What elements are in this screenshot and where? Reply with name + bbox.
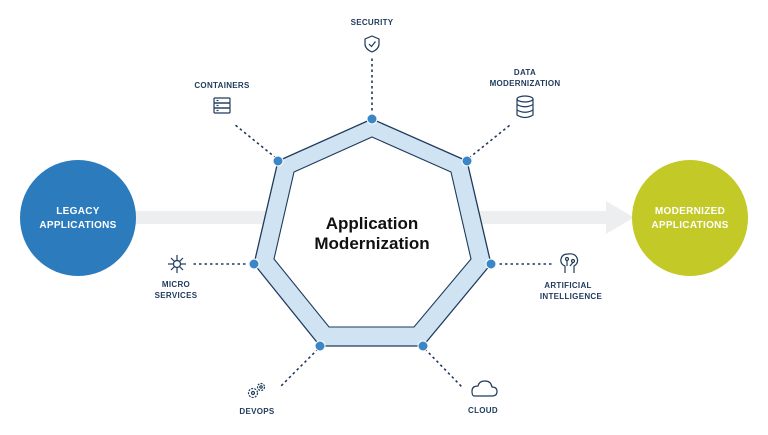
node-micro-services (248, 258, 260, 270)
network-hub-icon (168, 255, 186, 273)
modernized-label-line1: MODERNIZED (655, 206, 725, 217)
topic-micro-services: MICRO SERVICES (155, 255, 198, 300)
data-modernization-label-line1: DATA (514, 68, 536, 77)
security-label: SECURITY (351, 18, 394, 27)
modernized-applications-circle: MODERNIZED APPLICATIONS (632, 160, 748, 276)
flow-arrow-head (606, 201, 634, 234)
server-stack-icon (213, 97, 231, 114)
devops-gears-icon (247, 382, 266, 399)
ai-label-line1: ARTIFICIAL (544, 281, 591, 290)
legacy-label-line1: LEGACY (56, 206, 99, 217)
micro-services-label-line1: MICRO (162, 280, 190, 289)
connector-containers (233, 123, 277, 159)
node-devops (314, 340, 326, 352)
connector-data-modernization (468, 124, 511, 159)
modernized-label-line2: APPLICATIONS (651, 220, 728, 231)
center-title-line1: Application (326, 214, 419, 233)
cloud-label: CLOUD (468, 406, 498, 415)
node-containers (272, 155, 284, 167)
center-title-line2: Modernization (314, 234, 429, 253)
vertex-nodes (248, 113, 497, 352)
legacy-applications-circle: LEGACY APPLICATIONS (20, 160, 136, 276)
node-artificial-intelligence (485, 258, 497, 270)
micro-services-label-line2: SERVICES (155, 291, 198, 300)
node-security (366, 113, 378, 125)
devops-label: DEVOPS (239, 407, 275, 416)
topic-cloud: CLOUD (468, 380, 498, 415)
heptagon-inner (273, 136, 472, 328)
heptagon (253, 118, 492, 347)
connector-cloud (424, 348, 463, 388)
connectors (192, 58, 552, 388)
topic-containers: CONTAINERS (194, 81, 250, 114)
data-modernization-label-line2: MODERNIZATION (490, 79, 561, 88)
ai-brain-icon (560, 253, 579, 273)
legacy-label-line2: APPLICATIONS (39, 220, 116, 231)
connector-devops (279, 348, 319, 388)
shield-icon (364, 35, 380, 53)
cloud-icon (471, 380, 498, 397)
topic-security: SECURITY (351, 18, 394, 53)
legacy-circle-shape (20, 160, 136, 276)
node-cloud (417, 340, 429, 352)
topic-data-modernization: DATA MODERNIZATION (490, 68, 561, 119)
topic-devops: DEVOPS (239, 382, 275, 416)
ai-label-line2: INTELLIGENCE (540, 292, 603, 301)
containers-label: CONTAINERS (194, 81, 250, 90)
modernized-circle-shape (632, 160, 748, 276)
database-icon (516, 95, 534, 119)
node-data-modernization (461, 155, 473, 167)
topic-artificial-intelligence: ARTIFICIAL INTELLIGENCE (540, 253, 603, 301)
